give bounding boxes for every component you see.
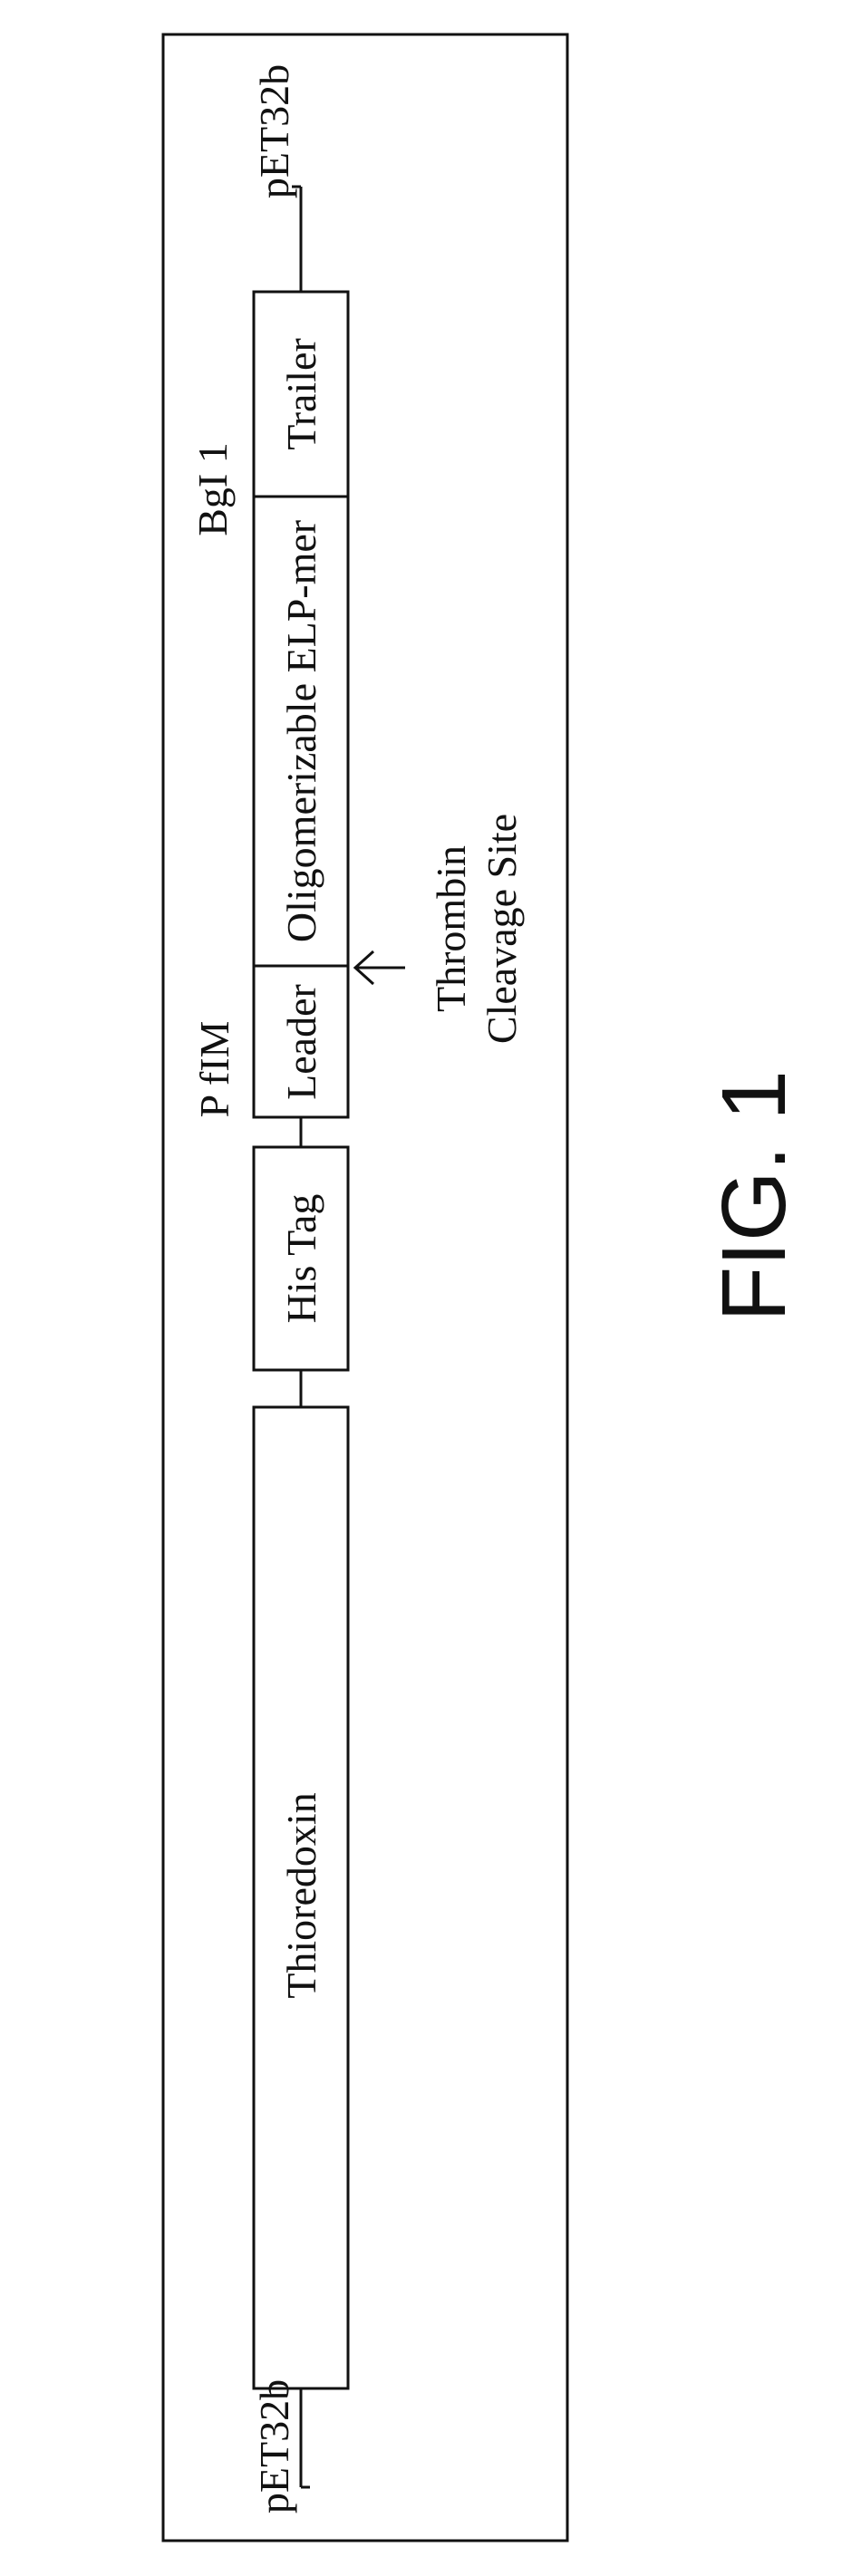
- his-tag-label: His Tag: [278, 1194, 324, 1324]
- thrombin-label-line2: Cleavage Site: [479, 814, 525, 1044]
- thrombin-cleavage-arrow: [355, 951, 405, 984]
- thrombin-label-line1: Thrombin: [428, 845, 474, 1012]
- elp-label: Oligomerizable ELP-mer: [278, 520, 324, 942]
- pflm-site-label: P fIM: [191, 1021, 237, 1118]
- vector-label-bottom: pET32b: [251, 2379, 297, 2513]
- figure-label: FIG. 1: [703, 1070, 805, 1322]
- diagram-frame: [163, 34, 567, 2541]
- thioredoxin-label: Thioredoxin: [278, 1792, 324, 1998]
- trailer-label: Trailer: [278, 338, 324, 450]
- leader-label: Leader: [278, 984, 324, 1100]
- bgl1-site-label: BgI 1: [189, 442, 236, 536]
- vector-label-top: pET32b: [251, 64, 297, 198]
